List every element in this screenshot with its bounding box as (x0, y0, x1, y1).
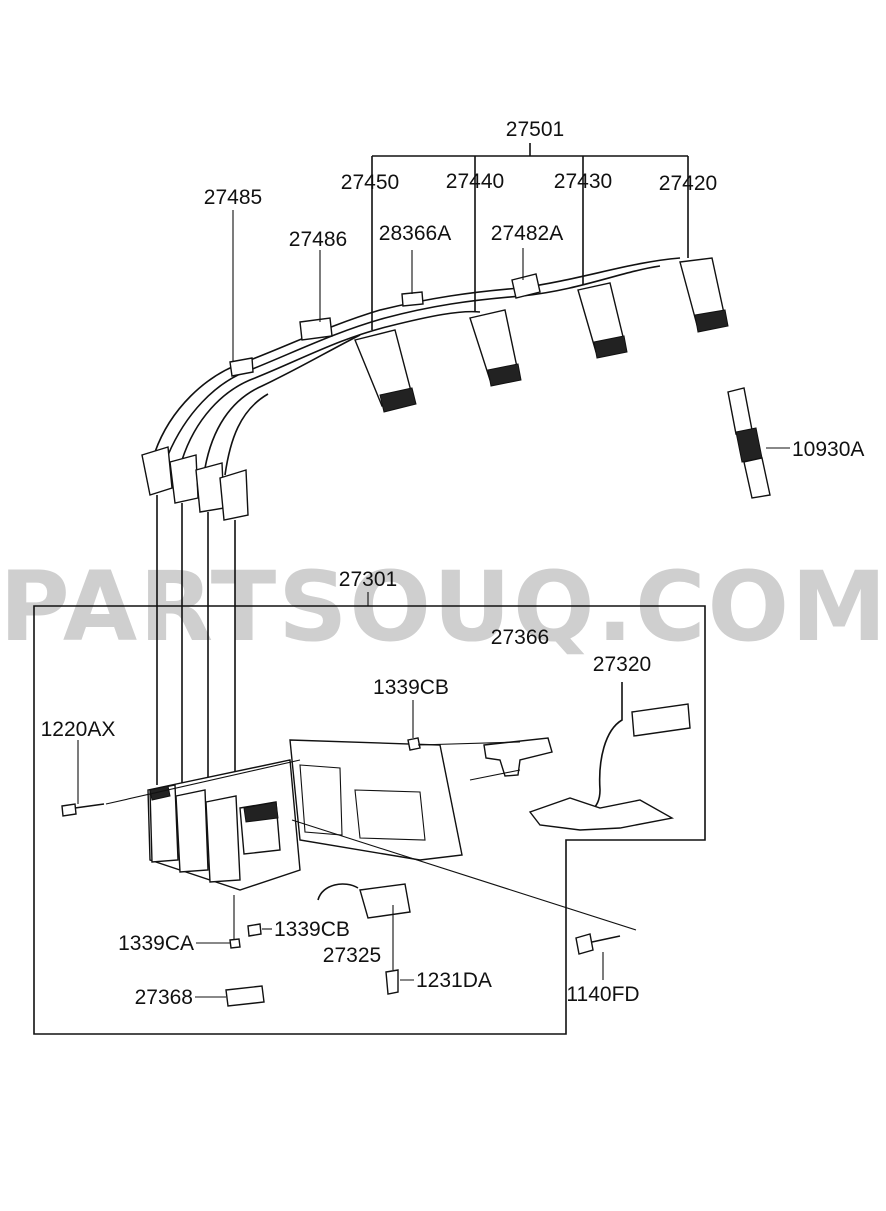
cable-clip-27486 (299, 317, 333, 341)
label-27485: 27485 (204, 186, 262, 209)
ignition-coil (147, 759, 301, 891)
connection-lines (156, 495, 236, 800)
nut-1339CB-bottom (247, 923, 262, 937)
plug-boot-2 (469, 309, 522, 387)
ignition-cable-set (141, 143, 729, 521)
coil-assembly-frame (33, 592, 706, 1035)
ignition-harness (528, 682, 691, 831)
label-1220AX: 1220AX (41, 718, 116, 741)
coil-boot-3 (195, 462, 225, 513)
coil-boot-2 (169, 454, 199, 504)
sensor-27325 (317, 883, 411, 919)
label-27301: 27301 (339, 568, 397, 591)
label-10930A: 10930A (792, 438, 864, 461)
label-27420: 27420 (659, 172, 717, 195)
spark-plug (727, 387, 790, 499)
coil-bracket (289, 739, 463, 861)
plug-boot-4 (679, 257, 729, 333)
cable-clip-27485 (229, 357, 254, 377)
watermark: PARTSOUQ.COM (0, 551, 886, 663)
bolt-1220AX-head (61, 803, 77, 817)
bolt-1140FD (575, 933, 621, 980)
small-bracket-27366 (483, 737, 553, 777)
label-27501: 27501 (506, 118, 564, 141)
label-27486: 27486 (289, 228, 347, 251)
label-27482A: 27482A (491, 222, 563, 245)
cable-clip-27482A (511, 273, 541, 299)
label-27320: 27320 (593, 653, 651, 676)
coil-boot-4 (219, 469, 249, 521)
nut-1339CB-top (407, 737, 421, 751)
label-1339CB-bottom: 1339CB (274, 918, 350, 941)
label-1231DA: 1231DA (416, 969, 492, 992)
label-1140FD: 1140FD (566, 983, 639, 1006)
label-28366A: 28366A (379, 222, 451, 245)
label-1339CB-top: 1339CB (373, 676, 449, 699)
bolt-1231DA (385, 969, 399, 995)
connector-27368 (225, 985, 265, 1007)
label-27440: 27440 (446, 170, 504, 193)
label-27430: 27430 (554, 170, 612, 193)
plug-boot-3 (577, 282, 628, 359)
plug-boot-1 (354, 329, 417, 413)
label-27450: 27450 (341, 171, 399, 194)
label-1339CA: 1339CA (118, 932, 194, 955)
cable-clip-28366A (401, 291, 424, 307)
coil-boot-1 (141, 446, 173, 496)
part-labels: 27501 27450 27440 27430 27420 27485 2748… (41, 118, 865, 1009)
label-27368: 27368 (135, 986, 193, 1009)
nut-1339CA (229, 938, 241, 949)
label-27325: 27325 (323, 944, 381, 967)
label-27366: 27366 (491, 626, 549, 649)
